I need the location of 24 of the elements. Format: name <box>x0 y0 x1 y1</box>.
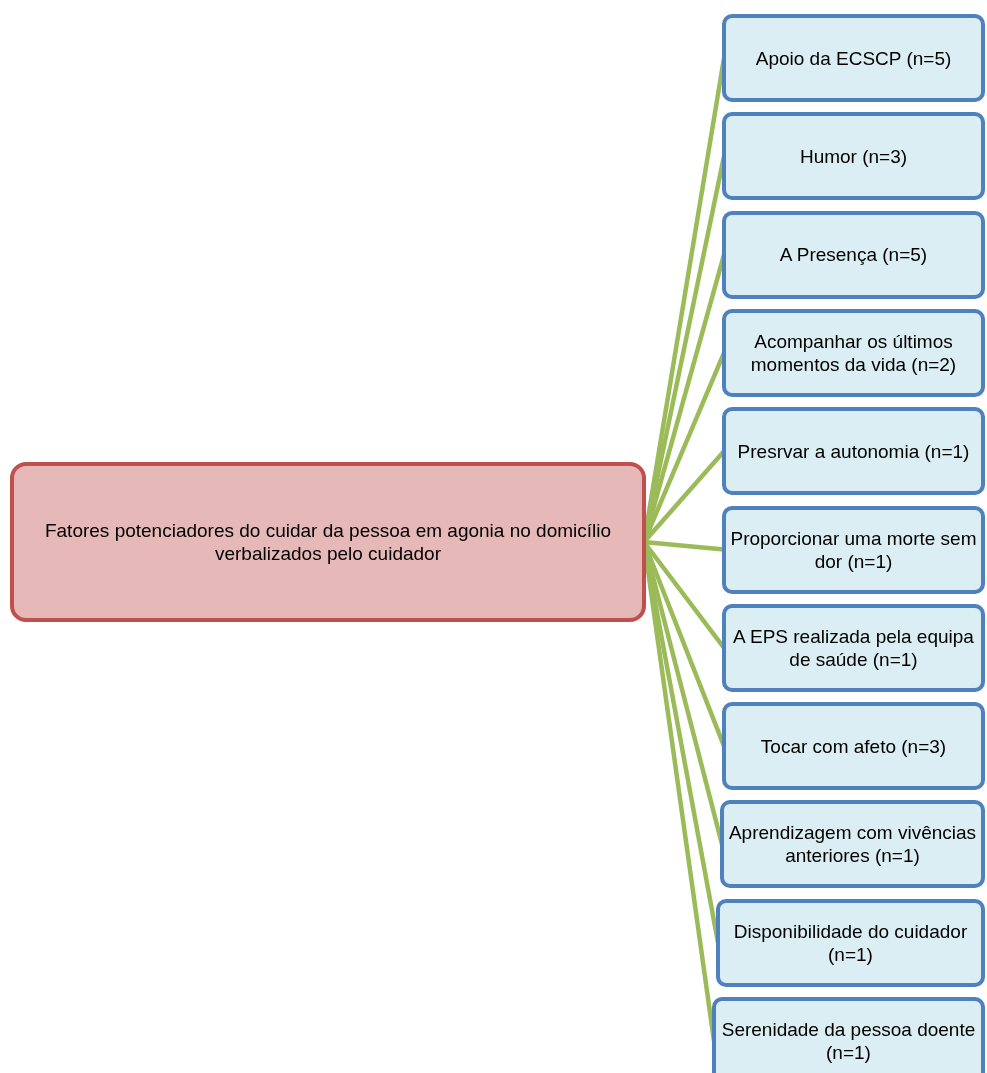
factor-box <box>722 210 985 299</box>
factor-text: Tocar com afeto (n=3) <box>760 734 947 758</box>
factor-text: A Presença (n=5) <box>779 243 928 267</box>
factor-text: Disponibilidade do cuidador (n=1) <box>732 919 969 966</box>
topic-text: Fatores potenciadores do cuidar da pessoa em agonia no domicílio verbalizados pelo cuidador <box>43 519 613 565</box>
factor-box <box>722 603 985 692</box>
factor-text: Proporcionar uma morte sem dor (n=1) <box>730 526 977 573</box>
factor-text: Apoio da ECSCP (n=5) <box>755 46 952 70</box>
factor-text: Aprendizagem com vivências anteriores (n=1) <box>728 821 977 868</box>
factor-box <box>722 505 985 594</box>
factor-box <box>722 407 985 496</box>
factor-box <box>722 702 985 791</box>
factor-box <box>722 308 985 397</box>
factor-text: Humor (n=3) <box>799 144 908 168</box>
factor-box <box>722 112 985 201</box>
factor-box <box>720 800 985 889</box>
factor-box <box>716 898 985 987</box>
factor-text: Acompanhar os últimos momentos da vida (n=2) <box>749 329 958 376</box>
factor-text: Serenidade da pessoa doente (n=1) <box>720 1018 977 1064</box>
factor-text: A EPS realizada pela equipa de saúde (n=1) <box>732 624 975 671</box>
topic-box <box>10 462 646 622</box>
factor-text: Presrvar a autonomia (n=1) <box>737 439 970 463</box>
factor-box <box>712 997 985 1073</box>
factor-box <box>722 14 985 102</box>
